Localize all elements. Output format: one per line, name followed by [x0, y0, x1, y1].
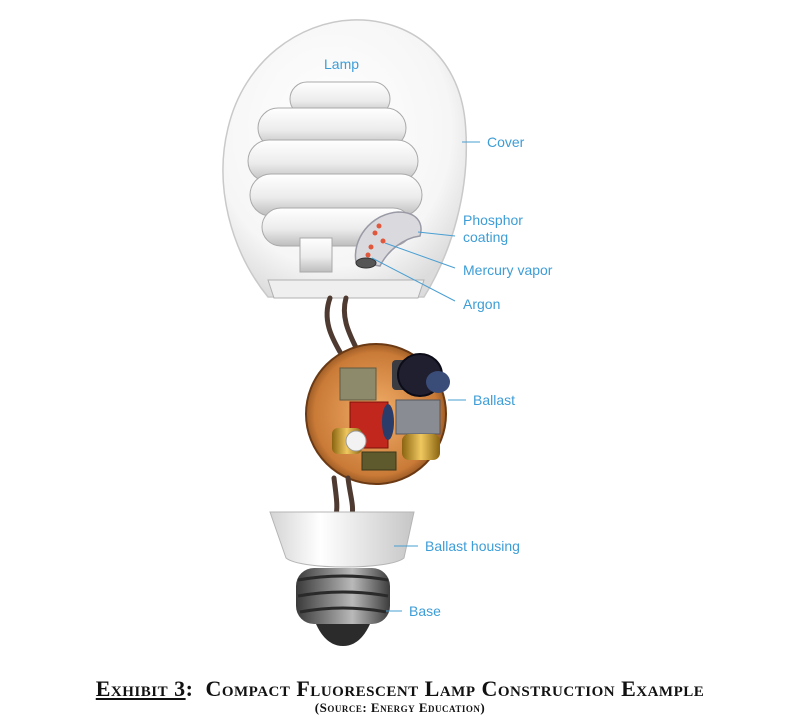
leader-phosphor	[417, 231, 456, 237]
mercury-dot	[380, 238, 386, 244]
label-mercury-vapor: Mercury vapor	[463, 262, 553, 278]
mercury-dot	[365, 252, 371, 258]
exhibit-number: Exhibit 3	[95, 676, 186, 701]
label-base: Base	[409, 603, 441, 619]
mercury-dot	[372, 230, 378, 236]
ballast-board	[305, 343, 450, 485]
exhibit-caption: Exhibit 3: Compact Fluorescent Lamp Cons…	[0, 676, 800, 702]
label-argon: Argon	[463, 296, 500, 312]
label-phosphor-line2: coating	[463, 229, 508, 245]
caption-separator: :	[185, 676, 206, 701]
label-lamp: Lamp	[324, 56, 359, 72]
lamp-base-plate	[267, 279, 425, 299]
label-ballast: Ballast	[473, 392, 515, 408]
ballast-housing-shape	[269, 511, 415, 568]
exhibit-title: Compact Fluorescent Lamp Construction Ex…	[205, 676, 705, 701]
label-phosphor-line1: Phosphor	[463, 212, 523, 228]
label-cover: Cover	[487, 134, 525, 150]
mercury-dot	[376, 223, 382, 229]
leader-argon	[371, 257, 456, 302]
tube-cutaway	[354, 211, 422, 269]
exhibit-source: (Source: Energy Education)	[314, 700, 486, 715]
leader-lines	[371, 141, 480, 612]
screw-base	[296, 568, 390, 646]
label-ballast-housing: Ballast housing	[425, 538, 520, 554]
wires-upper	[324, 295, 361, 355]
wires-lower	[331, 475, 355, 519]
leader-mercury	[384, 242, 456, 269]
mercury-dot	[368, 244, 374, 250]
spiral-tube	[247, 81, 423, 273]
